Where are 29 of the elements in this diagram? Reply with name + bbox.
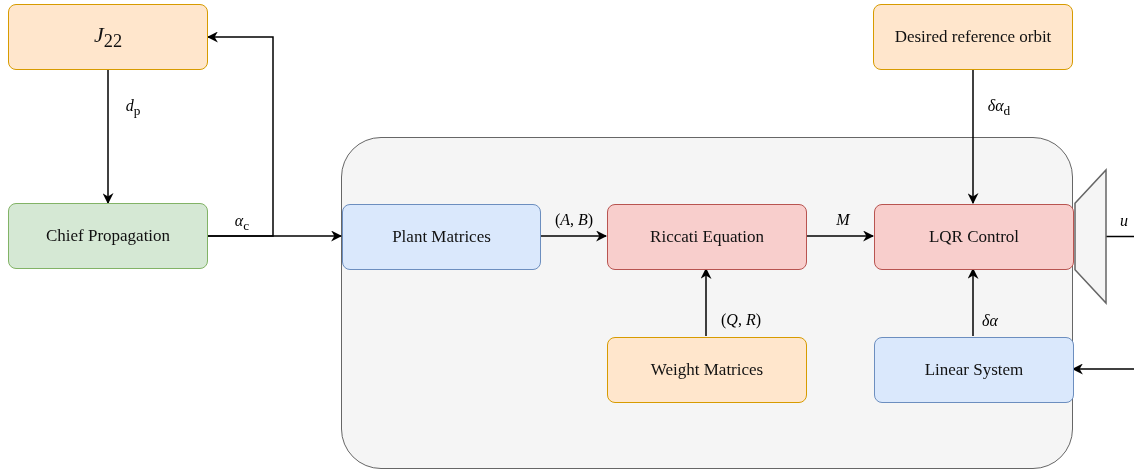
process-box — [874, 337, 1074, 403]
container-panel — [341, 137, 1073, 469]
box-label: Riccati Equation — [650, 227, 764, 247]
edge-label: d$_{p}$ — [123, 97, 143, 119]
arrow — [967, 69, 979, 205]
edge-label: (Q, R) — [719, 311, 763, 329]
process-box — [607, 204, 807, 270]
process-box — [342, 204, 541, 270]
arrow — [102, 69, 114, 205]
arrow — [206, 31, 274, 237]
arrow — [700, 267, 712, 337]
process-box — [8, 203, 208, 269]
box-label: Weight Matrices — [650, 360, 764, 380]
box-label: J$_{22}$ — [93, 21, 123, 53]
process-box — [607, 337, 807, 403]
box-label: LQR Control — [928, 227, 1020, 247]
box-label: Linear System — [924, 360, 1024, 380]
arrow — [539, 230, 608, 242]
process-box — [873, 4, 1073, 70]
process-box — [8, 4, 208, 70]
arrow — [967, 267, 979, 337]
box-label: Chief Propagation — [45, 226, 171, 246]
box-label: Desired reference orbit — [894, 27, 1052, 47]
process-box — [874, 204, 1074, 270]
box-label: Plant Matrices — [392, 227, 491, 247]
arrow — [805, 230, 875, 242]
trapezoid-shape — [1075, 170, 1106, 303]
arrow — [1071, 363, 1134, 375]
edge-label: (A, B) — [552, 211, 596, 229]
